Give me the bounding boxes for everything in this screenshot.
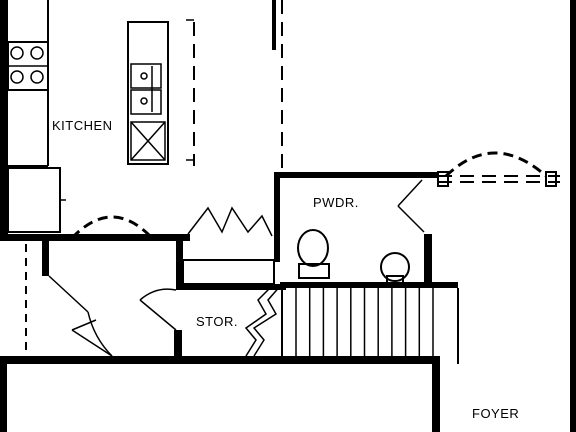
stor-door-leaf [139, 299, 177, 331]
cooktop [7, 41, 49, 91]
closet-door-arc [70, 215, 154, 240]
bifold-door [182, 206, 275, 285]
storage-label: STOR. [196, 314, 238, 329]
kitchen-label: KITCHEN [52, 118, 113, 133]
powder-door [397, 179, 423, 207]
powder-label: PWDR. [313, 195, 359, 210]
refrigerator [7, 167, 66, 233]
pantry-door-leaf [48, 275, 89, 313]
staircase [281, 288, 459, 364]
pedestal-sink [380, 252, 410, 285]
foyer-label: FOYER [472, 406, 519, 421]
pantry-door-swing [87, 311, 113, 357]
entry-door [437, 151, 560, 187]
toilet [297, 229, 330, 279]
stair-break-line [252, 283, 283, 357]
kitchen-island [127, 21, 169, 165]
